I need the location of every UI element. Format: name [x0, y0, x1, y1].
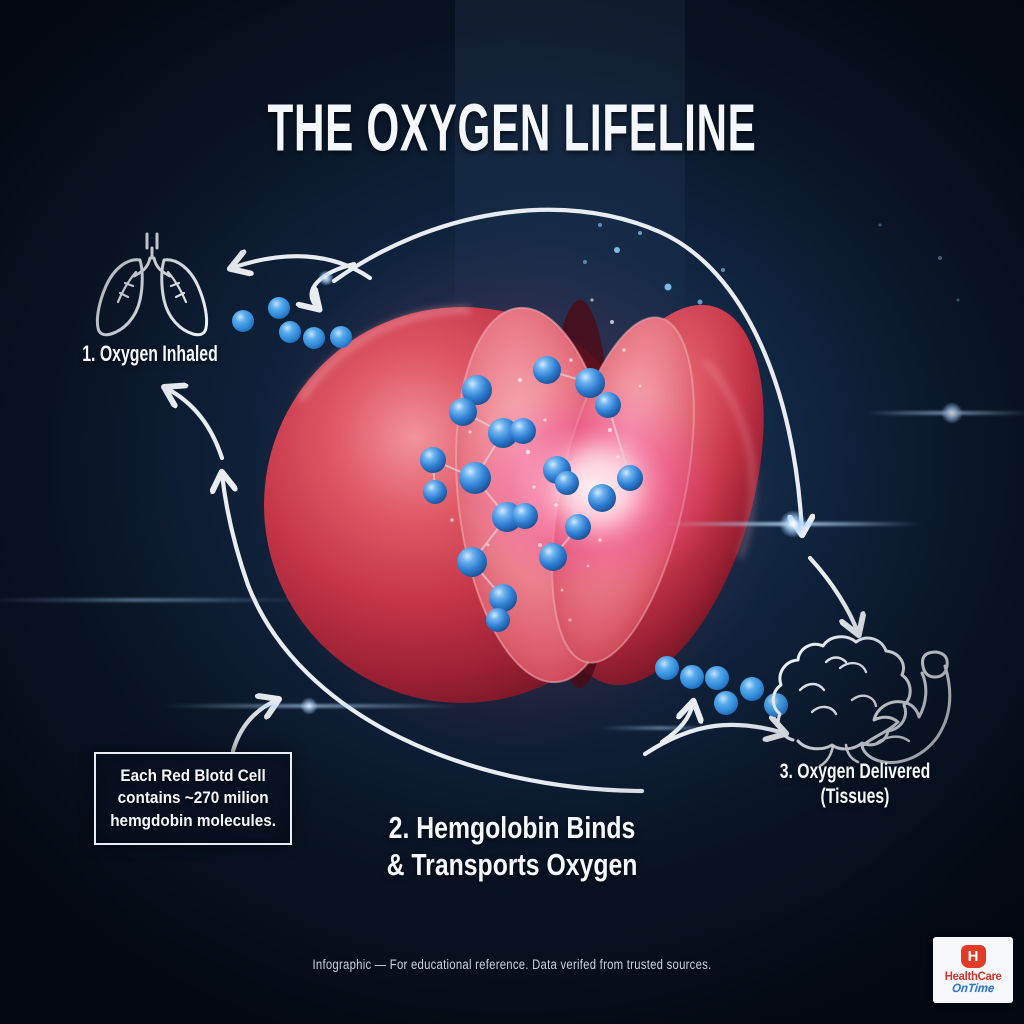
logo-subname: OnTime — [951, 981, 995, 996]
footer-note: Infographic — For educational reference.… — [312, 957, 712, 972]
flow-arrow-left-up — [166, 388, 225, 461]
lungs-icon — [95, 232, 209, 337]
step3-label: 3. Oxygen Delivered (Tissues) — [769, 759, 942, 809]
step2-label: 2. Hemgolobin Binds & Transports Oxygen — [352, 810, 672, 883]
flow-arrow-from-factbox — [230, 700, 277, 754]
fact-box: Each Red Blotd Cell contains ~270 milion… — [94, 752, 292, 845]
fact-box-line2: contains ~270 milion — [117, 788, 269, 808]
fact-box-line3: hemgdobin molecules. — [110, 810, 276, 830]
page-title: THE OXYGEN LIFELINE — [267, 89, 757, 166]
healthcare-ontime-logo: H HealthCare OnTime — [933, 937, 1013, 1003]
step2-line2: & Transports Oxygen — [386, 846, 638, 882]
logo-h-monogram: H — [960, 944, 986, 968]
brain-icon — [771, 635, 912, 768]
fact-box-line1: Each Red Blotd Cell — [120, 766, 266, 786]
step3-line2: (Tissues) — [820, 785, 890, 809]
step3-line1: 3. Oxygen Delivered — [779, 760, 931, 783]
step2-line1: 2. Hemgolobin Binds — [388, 810, 636, 845]
flow-arrow-right-down — [807, 555, 858, 633]
step1-label: 1. Oxygen Inhaled — [82, 341, 218, 366]
logo-name: HealthCare — [944, 968, 1002, 983]
